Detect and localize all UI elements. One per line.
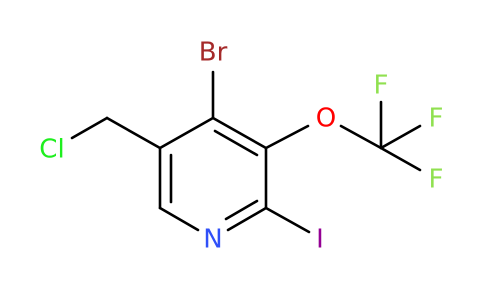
atom-i-label: I [316,225,324,255]
atom-o-label: O [316,104,336,134]
bond-c2-n [226,206,268,232]
atom-f3-label: F [429,165,444,195]
atom-n-label: N [203,225,222,255]
bond-c4-c3 [211,116,268,150]
bond-c5-c4 [158,116,215,150]
bond-c3-o [264,124,310,150]
bond-c-f3 [379,146,422,172]
ring-bonds [158,116,268,232]
atom-labels: Br O F F F Cl N I [39,38,443,255]
atom-br-label: Br [199,38,228,68]
bond-c2-n-inner [224,199,259,221]
bond-o-c [339,124,383,150]
bond-c-f2 [379,124,422,150]
bond-n-c6 [158,206,200,232]
bond-c5-ch2 [105,116,162,150]
atom-cl-label: Cl [39,135,64,165]
atom-f2-label: F [429,104,444,134]
substituent-bonds [70,70,422,234]
atom-f1-label: F [374,71,389,101]
bond-c2-i [264,206,311,234]
bond-ch2-cl [70,116,109,140]
bond-c4-c3-inner [213,129,259,157]
